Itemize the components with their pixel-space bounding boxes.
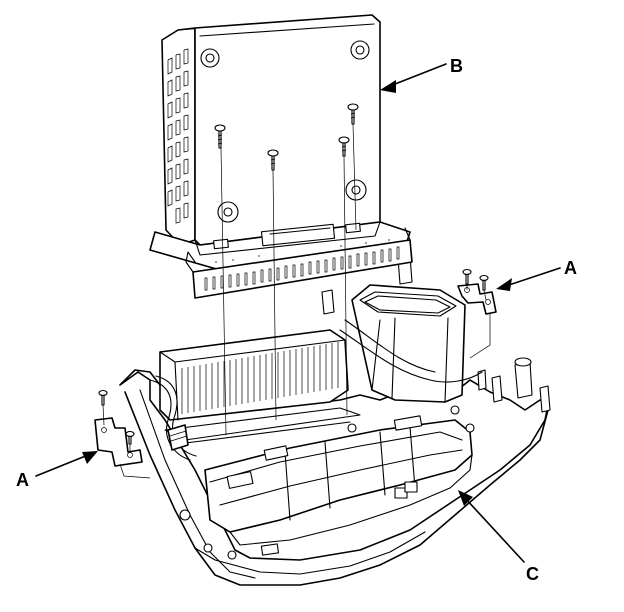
bracket-left (94, 417, 143, 467)
label-a-right: A (564, 258, 577, 278)
screw-8 (479, 274, 489, 291)
screw-5 (98, 389, 108, 406)
screw-7 (462, 268, 472, 285)
strip-slots (204, 246, 400, 291)
unit-side-slots (167, 48, 189, 224)
label-b: B (450, 56, 463, 76)
tray-slats (181, 342, 339, 414)
center-console-panel (119, 255, 551, 586)
callout-a-left: A (16, 451, 98, 490)
screw-1 (214, 124, 226, 149)
callout-c: C (458, 490, 539, 584)
label-c: C (526, 564, 539, 584)
callout-a-right: A (496, 258, 577, 291)
unit-assembly (149, 14, 413, 299)
alignment-lines (102, 123, 491, 479)
label-a-left: A (16, 470, 29, 490)
callout-b: B (380, 56, 463, 93)
screw-6 (125, 430, 135, 445)
